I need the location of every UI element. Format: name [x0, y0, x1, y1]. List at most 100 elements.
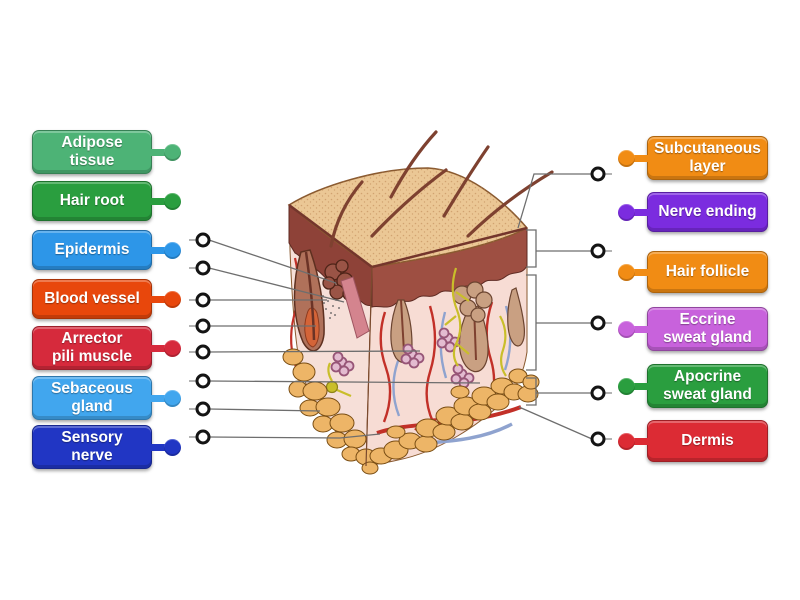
target-point-left-2[interactable] — [195, 260, 211, 276]
label-subcutaneous-layer[interactable]: Subcutaneous layer — [618, 136, 768, 180]
label-connector-dot — [164, 389, 181, 407]
label-connector-dot — [164, 290, 181, 308]
label-arrector-pili-muscle[interactable]: Arrector pili muscle — [32, 326, 181, 370]
leader-lines — [208, 173, 593, 440]
adipose-lobule — [450, 385, 470, 399]
epidermis-band-right — [371, 227, 528, 308]
label-text: Sensory nerve — [61, 429, 123, 464]
adipose-lobule — [468, 403, 492, 421]
label-hair-root[interactable]: Hair root — [32, 181, 181, 221]
label-box: Blood vessel — [32, 279, 152, 319]
adipose-lobule — [414, 435, 438, 453]
gland-lobe — [475, 291, 493, 309]
label-apocrine-sweat-gland[interactable]: Apocrine sweat gland — [618, 364, 768, 408]
adipose-lobule — [343, 429, 367, 449]
label-sebaceous-gland[interactable]: Sebaceous gland — [32, 376, 181, 420]
hair-follicle-right — [507, 287, 525, 347]
label-nerve-ending[interactable]: Nerve ending — [618, 192, 768, 232]
label-connector-stub — [633, 437, 648, 445]
adipose-lobule — [432, 423, 456, 441]
label-connector-dot — [164, 438, 181, 456]
red-vessel — [379, 311, 392, 423]
adipose-lobule — [386, 425, 406, 439]
eccrine-coil — [330, 351, 355, 377]
target-point-left-3[interactable] — [195, 292, 211, 308]
leader-line — [518, 406, 593, 440]
label-box: Hair root — [32, 181, 152, 221]
label-box: Hair follicle — [647, 251, 768, 293]
label-connector-dot — [618, 377, 635, 395]
adipose-lobule — [315, 397, 341, 417]
label-hair-follicle[interactable]: Hair follicle — [618, 251, 768, 293]
target-point-right-1[interactable] — [590, 166, 606, 182]
hairs — [329, 130, 554, 248]
label-text: Apocrine sweat gland — [663, 368, 752, 403]
label-text: Blood vessel — [44, 290, 140, 307]
layer-bracket-dermis — [526, 274, 537, 371]
label-box: Nerve ending — [647, 192, 768, 232]
hair — [466, 170, 554, 238]
label-text: Epidermis — [54, 241, 130, 258]
leader-line — [208, 408, 321, 412]
hair-shaft-in-follicle — [304, 251, 316, 341]
adipose-lobule — [292, 362, 316, 382]
nerve-fiber — [499, 315, 507, 377]
target-point-left-5[interactable] — [195, 344, 211, 360]
label-connector-stub — [151, 443, 166, 451]
label-box: Arrector pili muscle — [32, 326, 152, 370]
hair — [370, 168, 448, 238]
adipose-lobule — [302, 381, 328, 401]
label-connector-dot — [164, 143, 181, 161]
eccrine-coil — [436, 327, 461, 353]
leader-line — [208, 350, 421, 353]
label-connector-dot — [618, 263, 635, 281]
target-point-right-3[interactable] — [590, 315, 606, 331]
target-point-right-5[interactable] — [590, 431, 606, 447]
hair — [389, 130, 438, 199]
leader-line — [208, 239, 337, 284]
leader-line — [208, 433, 381, 439]
adipose-tissue-cluster — [282, 348, 540, 475]
target-ticks — [189, 173, 612, 440]
layer-bracket-subcutaneous — [526, 377, 537, 406]
nerve-fiber — [451, 267, 462, 367]
label-epidermis[interactable]: Epidermis — [32, 230, 181, 270]
nerve-fiber — [444, 315, 457, 326]
leader-line — [208, 267, 345, 303]
target-point-left-4[interactable] — [195, 318, 211, 334]
arrector-pili-muscle — [340, 276, 370, 339]
skin-illustration — [282, 130, 554, 475]
nerve-speck-field — [322, 295, 340, 319]
label-eccrine-sweat-gland[interactable]: Eccrine sweat gland — [618, 307, 768, 351]
nerve-fibers — [327, 267, 507, 398]
label-connector-dot — [164, 339, 181, 357]
target-point-right-4[interactable] — [590, 385, 606, 401]
label-connector-stub — [151, 197, 166, 205]
target-point-left-1[interactable] — [195, 232, 211, 248]
label-box: Sebaceous gland — [32, 376, 152, 420]
target-point-left-7[interactable] — [195, 401, 211, 417]
label-connector-dot — [164, 241, 181, 259]
label-text: Sebaceous gland — [51, 380, 133, 415]
label-box: Epidermis — [32, 230, 152, 270]
label-connector-stub — [633, 154, 648, 162]
target-point-left-8[interactable] — [195, 429, 211, 445]
target-point-right-2[interactable] — [590, 243, 606, 259]
label-adipose-tissue[interactable]: Adipose tissue — [32, 130, 181, 174]
label-connector-stub — [151, 295, 166, 303]
label-box: Eccrine sweat gland — [647, 307, 768, 351]
label-sensory-nerve[interactable]: Sensory nerve — [32, 425, 181, 469]
label-box: Subcutaneous layer — [647, 136, 768, 180]
label-connector-stub — [151, 148, 166, 156]
label-connector-stub — [151, 246, 166, 254]
label-text: Subcutaneous layer — [654, 140, 761, 175]
label-dermis[interactable]: Dermis — [618, 420, 768, 462]
label-connector-dot — [618, 320, 635, 338]
target-point-left-6[interactable] — [195, 373, 211, 389]
label-connector-dot — [618, 432, 635, 450]
label-blood-vessel[interactable]: Blood vessel — [32, 279, 181, 319]
label-text: Dermis — [681, 432, 734, 449]
label-connector-stub — [633, 268, 648, 276]
